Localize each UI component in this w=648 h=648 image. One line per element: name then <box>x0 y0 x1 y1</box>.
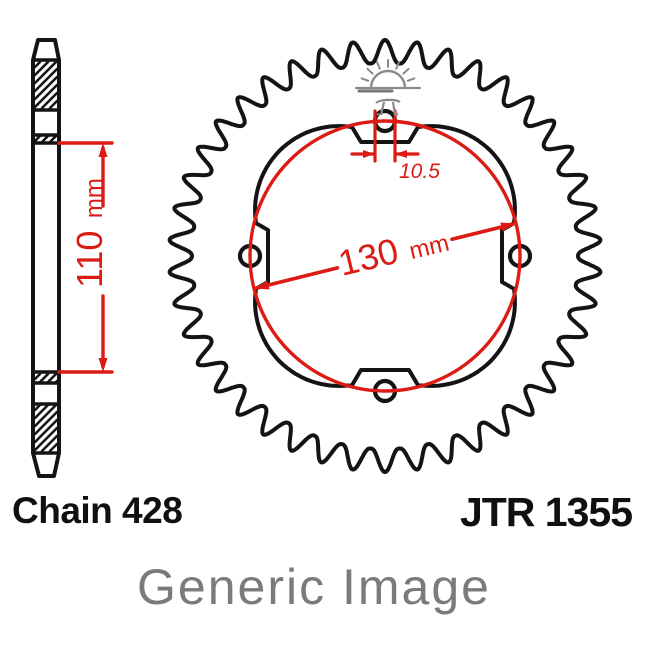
sunrise-icon <box>354 59 422 117</box>
bolt-circle-diameter-circle <box>248 119 522 393</box>
chain-size-label: Chain 428 <box>12 490 183 531</box>
dimension-10-5 <box>350 109 420 163</box>
clover-cutout <box>253 124 517 388</box>
gear-outline <box>167 37 603 475</box>
dimension-110mm <box>57 141 114 374</box>
dimension-10-5-label: 10.5 <box>399 160 440 183</box>
watermark-text: Generic Image <box>137 559 491 615</box>
part-number-label: JTR 1355 <box>459 489 633 535</box>
dimension-110mm-label: 110 mm <box>69 178 110 288</box>
side-section-view <box>31 38 61 478</box>
section-hatching <box>33 60 59 453</box>
dimension-130mm <box>254 222 516 290</box>
dimension-130mm-label: 130 mm <box>334 218 452 284</box>
